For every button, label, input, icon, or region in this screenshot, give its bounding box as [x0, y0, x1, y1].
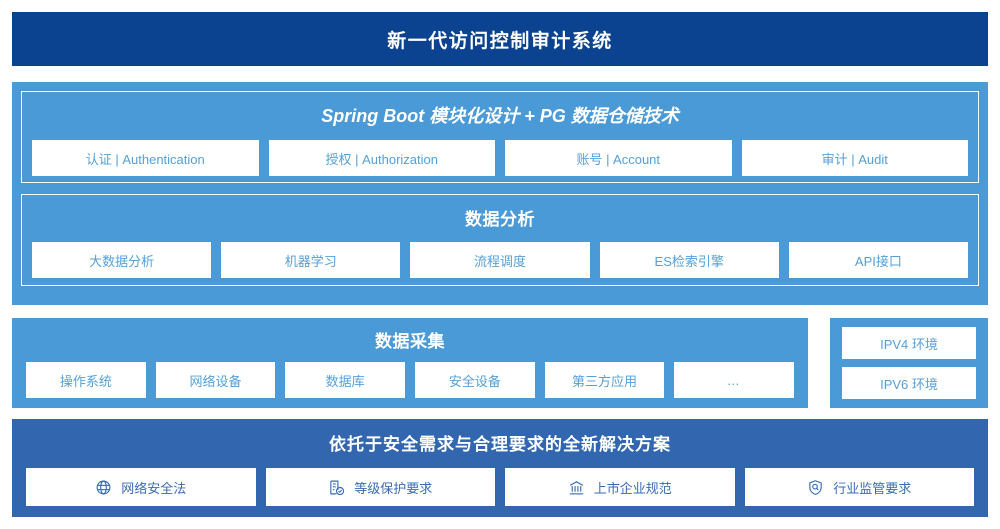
chip-ipv6-environment[interactable]: IPV6 环境: [842, 367, 976, 399]
application-layer-band: Spring Boot 模块化设计 + PG 数据仓储技术 认证 | Authe…: [12, 82, 988, 305]
shield-search-icon: [807, 479, 824, 496]
bank-icon: [568, 479, 585, 496]
globe-icon: [95, 479, 112, 496]
chip-label: 网络安全法: [121, 480, 187, 496]
chip-process-scheduling[interactable]: 流程调度: [410, 242, 590, 278]
chip-classified-protection[interactable]: 等级保护要求: [265, 468, 495, 506]
chip-cybersecurity-law[interactable]: 网络安全法: [26, 468, 256, 506]
chip-audit[interactable]: 审计 | Audit: [741, 140, 968, 176]
document-check-icon: [328, 479, 345, 496]
chip-label: 上市企业规范: [593, 480, 672, 496]
chip-database[interactable]: 数据库: [285, 362, 406, 398]
chip-machine-learning[interactable]: 机器学习: [221, 242, 401, 278]
spring-boot-chip-row: 认证 | Authentication 授权 | Authorization 账…: [32, 140, 968, 176]
chip-more[interactable]: …: [674, 362, 795, 398]
data-analysis-panel-title: 数据分析: [465, 210, 535, 229]
solution-chip-row: 网络安全法 等级保护要求: [26, 468, 974, 506]
chip-api-interface[interactable]: API接口: [788, 242, 969, 278]
data-collection-chip-row: 操作系统 网络设备 数据库 安全设备 第三方应用 …: [26, 362, 795, 398]
solution-band-title: 依托于安全需求与合理要求的全新解决方案: [329, 435, 671, 454]
chip-industry-regulation[interactable]: 行业监管要求: [744, 468, 974, 506]
data-analysis-chip-row: 大数据分析 机器学习 流程调度 ES检索引擎 API接口: [32, 242, 969, 278]
chip-network-device[interactable]: 网络设备: [155, 362, 276, 398]
data-collection-panel: 数据采集 操作系统 网络设备 数据库 安全设备 第三方应用 …: [12, 318, 808, 408]
spring-boot-panel-title: Spring Boot 模块化设计 + PG 数据仓储技术: [321, 106, 679, 126]
chip-authentication[interactable]: 认证 | Authentication: [32, 140, 259, 176]
chip-big-data-analysis[interactable]: 大数据分析: [32, 242, 212, 278]
chip-third-party-app[interactable]: 第三方应用: [544, 362, 665, 398]
chip-es-search-engine[interactable]: ES检索引擎: [599, 242, 779, 278]
solution-band: 依托于安全需求与合理要求的全新解决方案 网络安全法: [12, 419, 988, 517]
chip-operating-system[interactable]: 操作系统: [26, 362, 146, 398]
spring-boot-panel: Spring Boot 模块化设计 + PG 数据仓储技术 认证 | Authe…: [21, 91, 979, 183]
chip-listed-company-standard[interactable]: 上市企业规范: [505, 468, 735, 506]
chip-ipv4-environment[interactable]: IPV4 环境: [842, 327, 976, 359]
page-header: 新一代访问控制审计系统: [12, 12, 988, 66]
page-title: 新一代访问控制审计系统: [387, 30, 613, 52]
chip-authorization[interactable]: 授权 | Authorization: [268, 140, 495, 176]
chip-label: 等级保护要求: [354, 480, 433, 496]
data-collection-panel-title: 数据采集: [375, 332, 445, 351]
chip-security-device[interactable]: 安全设备: [415, 362, 535, 398]
data-analysis-panel: 数据分析 大数据分析 机器学习 流程调度 ES检索引擎 API接口: [21, 194, 979, 286]
data-collection-row: 数据采集 操作系统 网络设备 数据库 安全设备 第三方应用 … IPV4 环境 …: [12, 318, 988, 408]
chip-account[interactable]: 账号 | Account: [505, 140, 732, 176]
chip-label: 行业监管要求: [833, 480, 912, 496]
environment-panel: IPV4 环境 IPV6 环境: [830, 318, 988, 408]
